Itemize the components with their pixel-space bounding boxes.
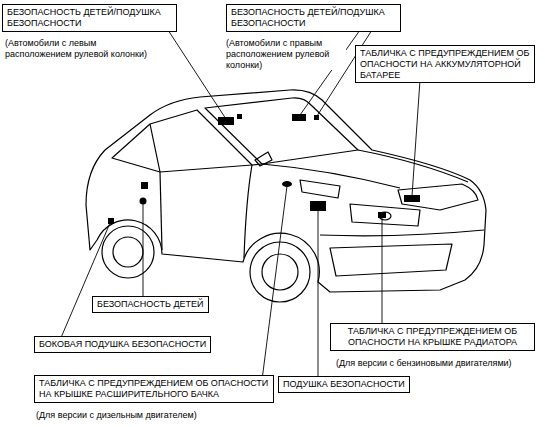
label-text: ТАБЛИЧКА С ПРЕДУПРЕЖДЕНИЕМ ОБ ОПАСНОСТИ … (360, 48, 530, 80)
label-box: БОКОВАЯ ПОДУШКА БЕЗОПАСНОСТИ (34, 336, 211, 353)
note-text: (Для версии с дизельным двигателем) (36, 410, 197, 421)
note-text: (Автомобили с левым расположением рулево… (5, 38, 165, 60)
label-text: ТАБЛИЧКА С ПРЕДУПРЕЖДЕНИЕМ ОБ ОПАСНОСТИ … (39, 378, 269, 400)
label-box: БЕЗОПАСНОСТЬ ДЕТЕЙ/ПОДУШКА БЕЗОПАСНОСТИ (2, 4, 177, 32)
note-text: (Для версии с бензиновыми двигателями) (336, 358, 512, 369)
label-box: ТАБЛИЧКА С ПРЕДУПРЕЖДЕНИЕМ ОБ ОПАСНОСТИ … (355, 45, 535, 83)
label-text: БЕЗОПАСНОСТЬ ДЕТЕЙ/ПОДУШКА БЕЗОПАСНОСТИ (7, 7, 172, 29)
label-box: ТАБЛИЧКА С ПРЕДУПРЕЖДЕНИЕМ ОБ ОПАСНОСТИ … (34, 375, 274, 403)
note-text: (Автомобили с правым расположением рулев… (226, 38, 346, 70)
label-text: ПОДУШКА БЕЗОПАСНОСТИ (283, 379, 405, 390)
label-text: ТАБЛИЧКА С ПРЕДУПРЕЖДЕНИЕМ ОБ ОПАСНОСТИ … (335, 326, 530, 348)
label-box: ПОДУШКА БЕЗОПАСНОСТИ (278, 376, 410, 393)
label-box: ТАБЛИЧКА С ПРЕДУПРЕЖДЕНИЕМ ОБ ОПАСНОСТИ … (330, 323, 535, 351)
label-text: БОКОВАЯ ПОДУШКА БЕЗОПАСНОСТИ (39, 339, 206, 350)
label-text: БЕЗОПАСНОСТЬ ДЕТЕЙ (97, 299, 204, 310)
label-box: БЕЗОПАСНОСТЬ ДЕТЕЙ (92, 296, 209, 313)
label-text: БЕЗОПАСНОСТЬ ДЕТЕЙ/ПОДУШКА БЕЗОПАСНОСТИ (231, 7, 396, 29)
label-box: БЕЗОПАСНОСТЬ ДЕТЕЙ/ПОДУШКА БЕЗОПАСНОСТИ (226, 4, 401, 32)
